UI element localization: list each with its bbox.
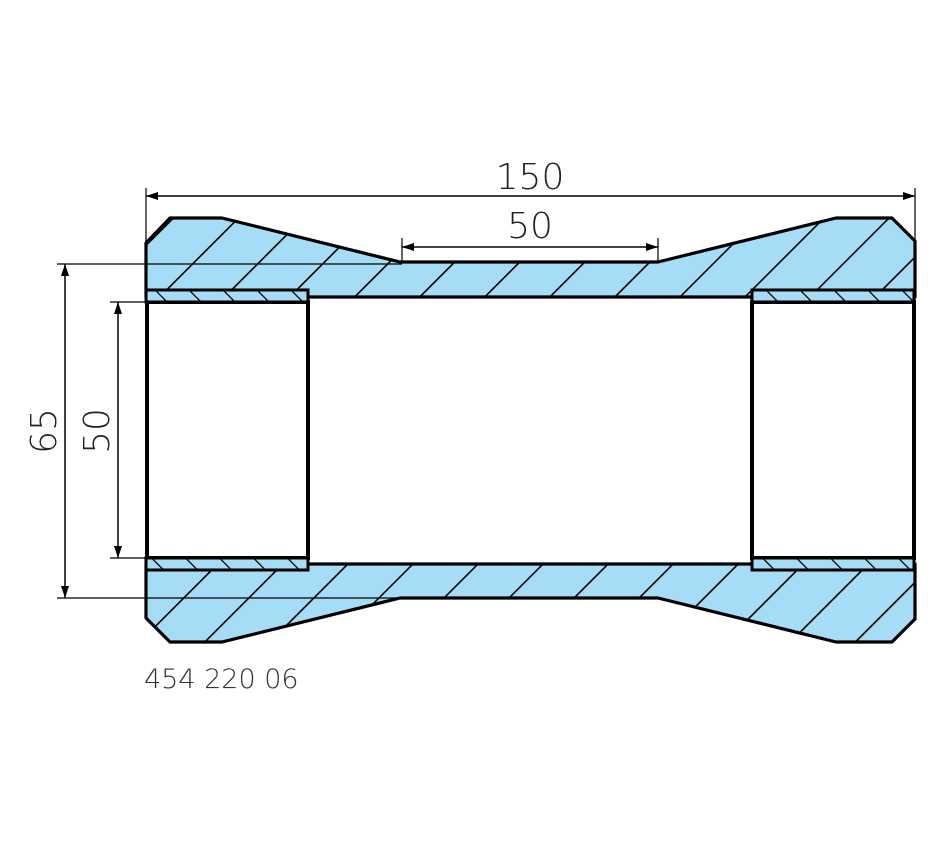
bushing-bottom-left (144, 556, 310, 572)
bushing-top-left (144, 288, 310, 304)
center-length-label: 50 (507, 206, 553, 247)
outer-diameter-label: 65 (24, 408, 65, 454)
roller-body-bottom (144, 562, 917, 644)
bore-diameter-label: 50 (77, 408, 118, 454)
center-bore (310, 299, 750, 562)
bushing-top-right (750, 288, 916, 304)
bushing-bottom-right (750, 556, 916, 572)
overall-length-label: 150 (496, 157, 565, 198)
roller-body-top (144, 216, 917, 299)
left-bore-cavity (145, 300, 310, 560)
right-bore-cavity (750, 300, 916, 560)
part-number: 454 220 06 (144, 664, 299, 695)
extension-lines (57, 188, 916, 599)
